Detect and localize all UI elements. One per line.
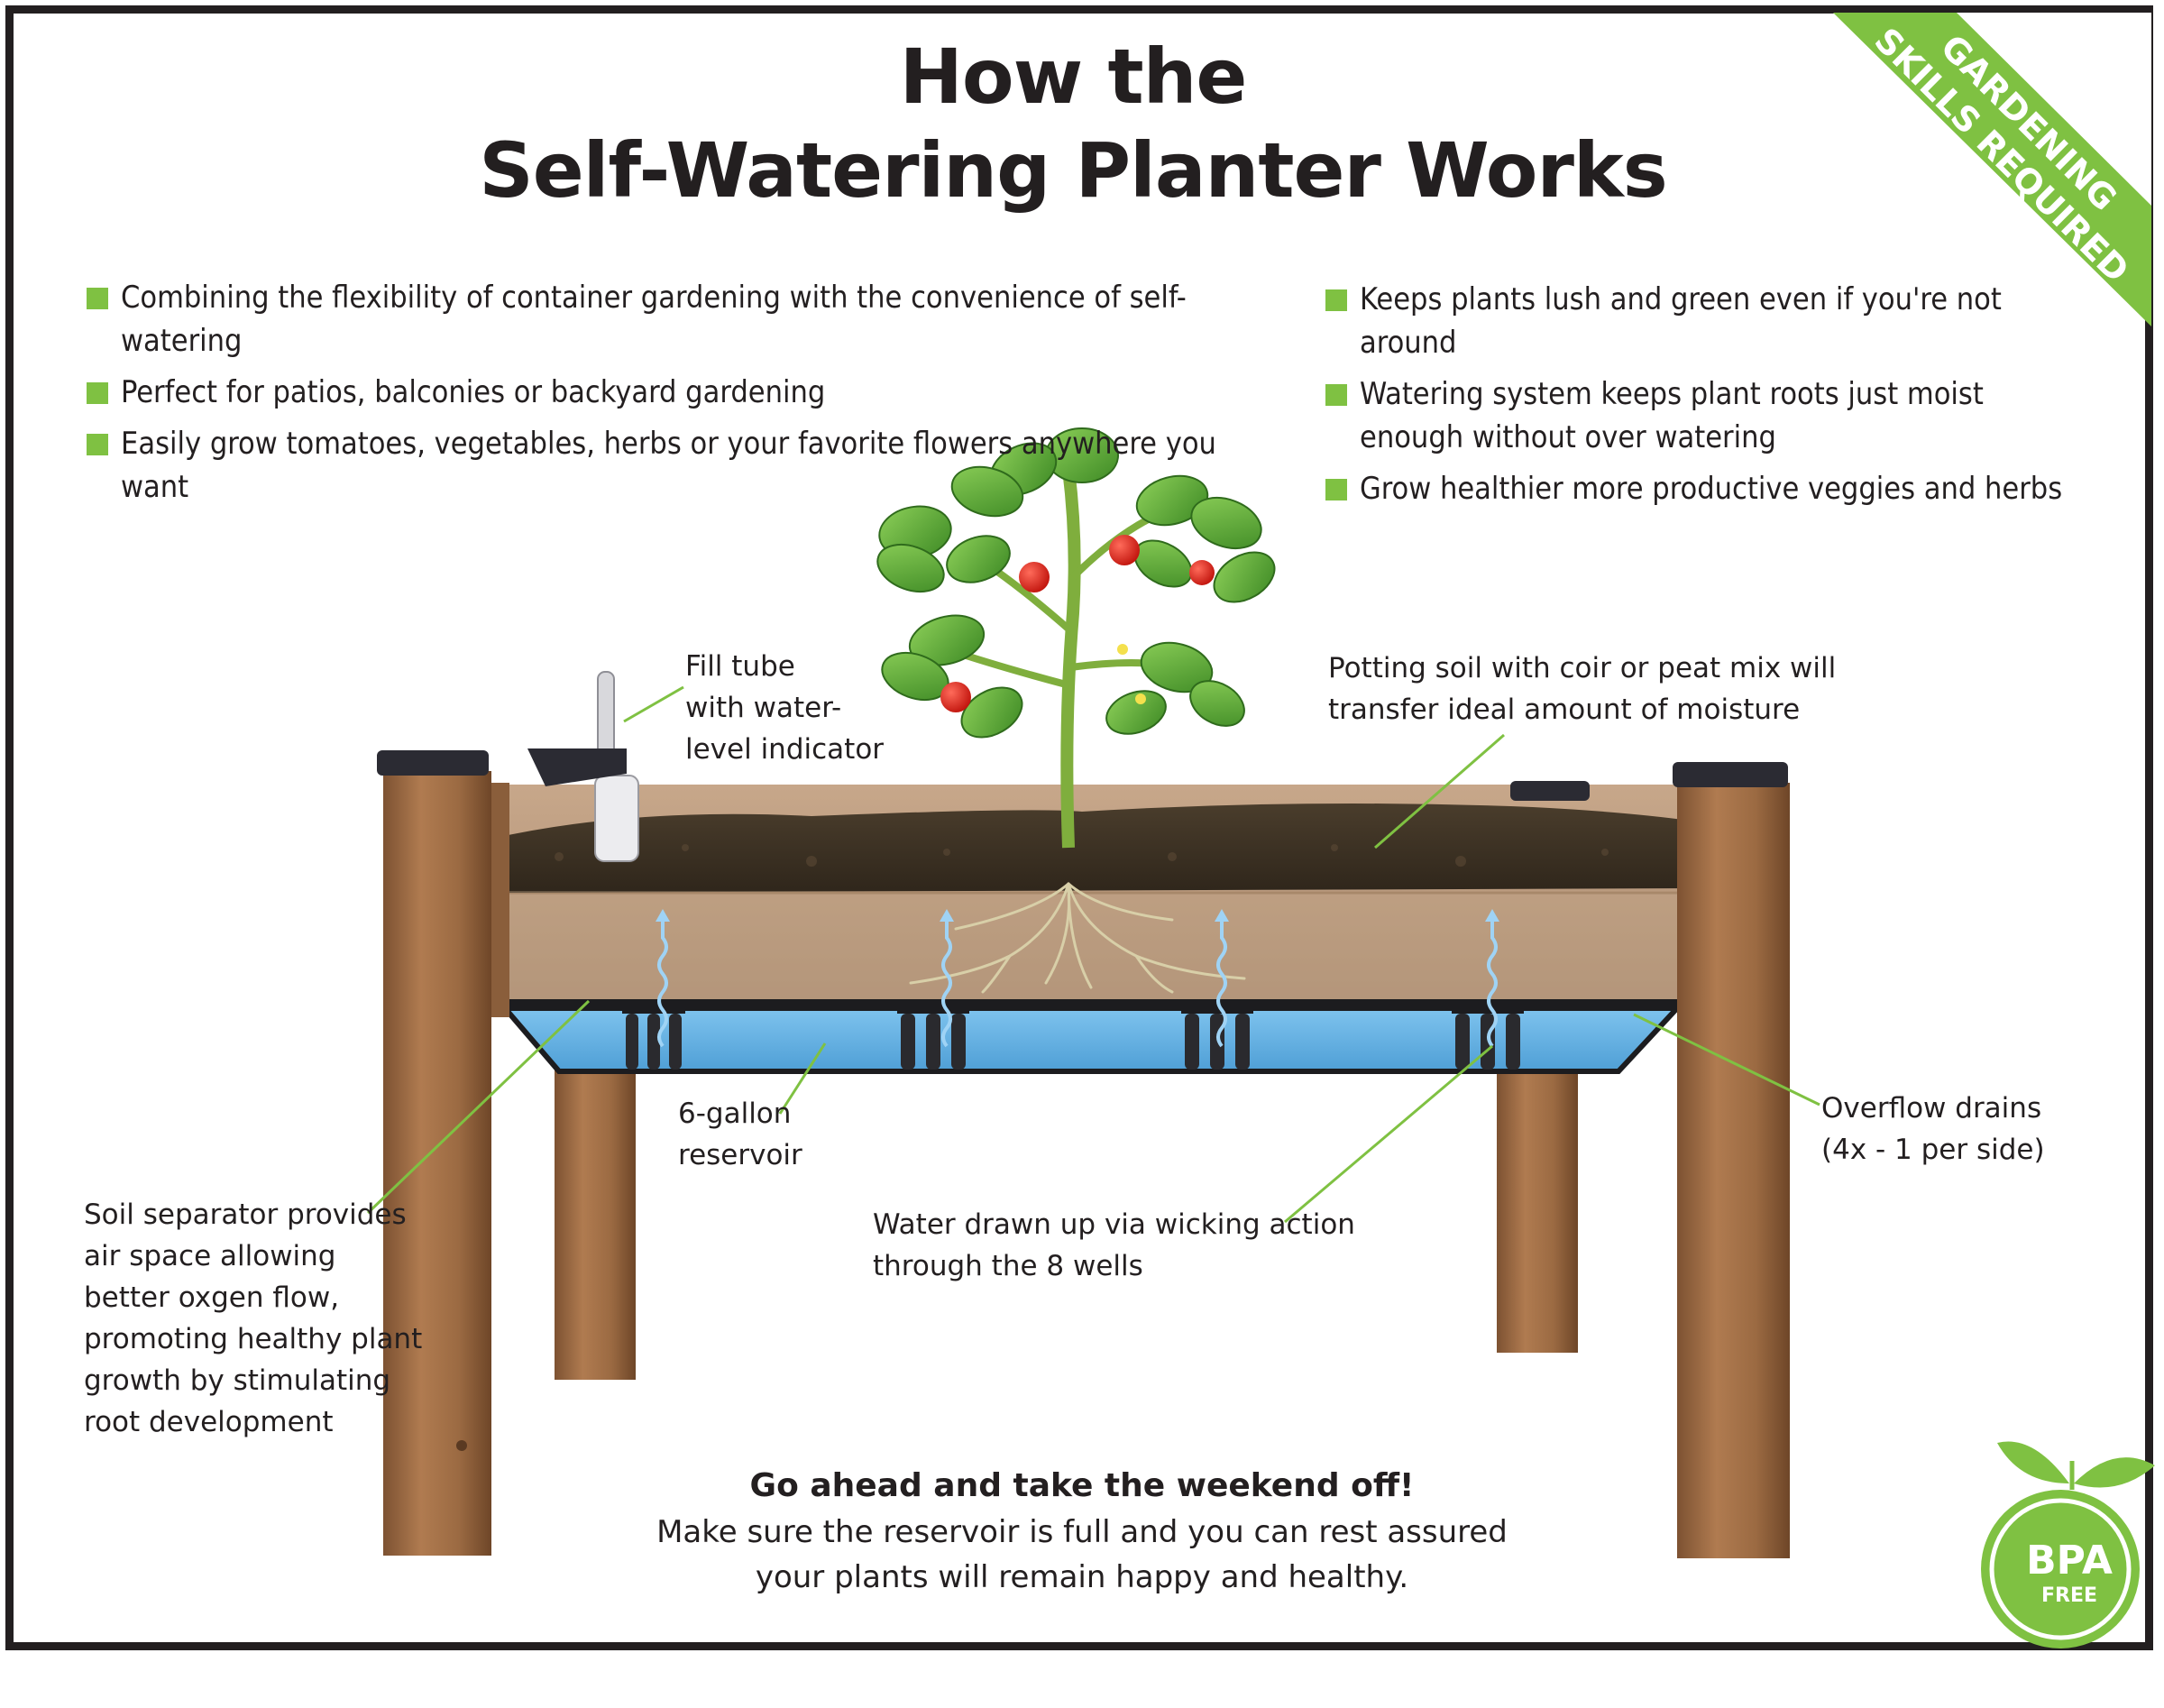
plant-roots xyxy=(909,882,1246,994)
feature-item: Easily grow tomatoes, vegetables, herbs … xyxy=(87,422,1259,509)
feature-item: Grow healthier more productive veggies a… xyxy=(1325,467,2065,510)
water-reservoir xyxy=(499,1006,1683,1074)
bottom-line-2: your plants will remain happy and health… xyxy=(755,1559,1409,1595)
callout-soil-separator: Soil separator provides air space allowi… xyxy=(84,1198,423,1438)
title-line-2: Self-Watering Planter Works xyxy=(479,126,1668,215)
bottom-message: Go ahead and take the weekend off! Make … xyxy=(631,1463,1533,1600)
bottom-line-1: Make sure the reservoir is full and you … xyxy=(656,1514,1508,1550)
callout-overflow-drains: Overflow drains (4x - 1 per side) xyxy=(1821,1092,2045,1166)
feature-list-left: Combining the flexibility of container g… xyxy=(87,276,1259,517)
callout-wicking: Water drawn up via wicking action throug… xyxy=(873,1208,1355,1282)
callout-potting-soil: Potting soil with coir or peat mix will … xyxy=(1328,652,1837,726)
bpa-badge-art xyxy=(1981,1441,2155,1648)
feature-item: Combining the flexibility of container g… xyxy=(87,276,1259,363)
tomato-plant xyxy=(876,427,1276,849)
back-right-leg xyxy=(1497,1028,1578,1353)
fill-tube xyxy=(527,671,639,862)
bottom-heading: Go ahead and take the weekend off! xyxy=(749,1467,1415,1504)
callout-reservoir: 6-gallon reservoir xyxy=(678,1097,802,1171)
feature-list-right: Keeps plants lush and green even if you'… xyxy=(1325,278,2065,519)
bpa-label: BPA xyxy=(2026,1538,2113,1584)
feature-item: Perfect for patios, balconies or backyar… xyxy=(87,371,1259,414)
no-skills-ribbon: NO GARDENING SKILLS REQUIRED xyxy=(1821,0,2164,343)
free-label: FREE xyxy=(2040,1584,2098,1607)
front-left-post xyxy=(377,750,509,1556)
callout-fill-tube: Fill tube with water- level indicator xyxy=(685,650,885,766)
wicking-wells xyxy=(622,1001,1524,1070)
back-left-leg xyxy=(555,1028,636,1380)
root-zone xyxy=(491,891,1691,999)
wicking-arrows xyxy=(657,920,1498,1048)
bpa-free-badge: BPA FREE xyxy=(1984,1429,2155,1646)
feature-item: Watering system keeps plant roots just m… xyxy=(1325,372,2065,459)
front-right-post xyxy=(1673,762,1790,1558)
title-line-1: How the xyxy=(899,32,1248,121)
feature-item: Keeps plants lush and green even if you'… xyxy=(1325,278,2065,364)
callout-lines xyxy=(366,685,1820,1224)
soil-layer xyxy=(491,803,1691,893)
